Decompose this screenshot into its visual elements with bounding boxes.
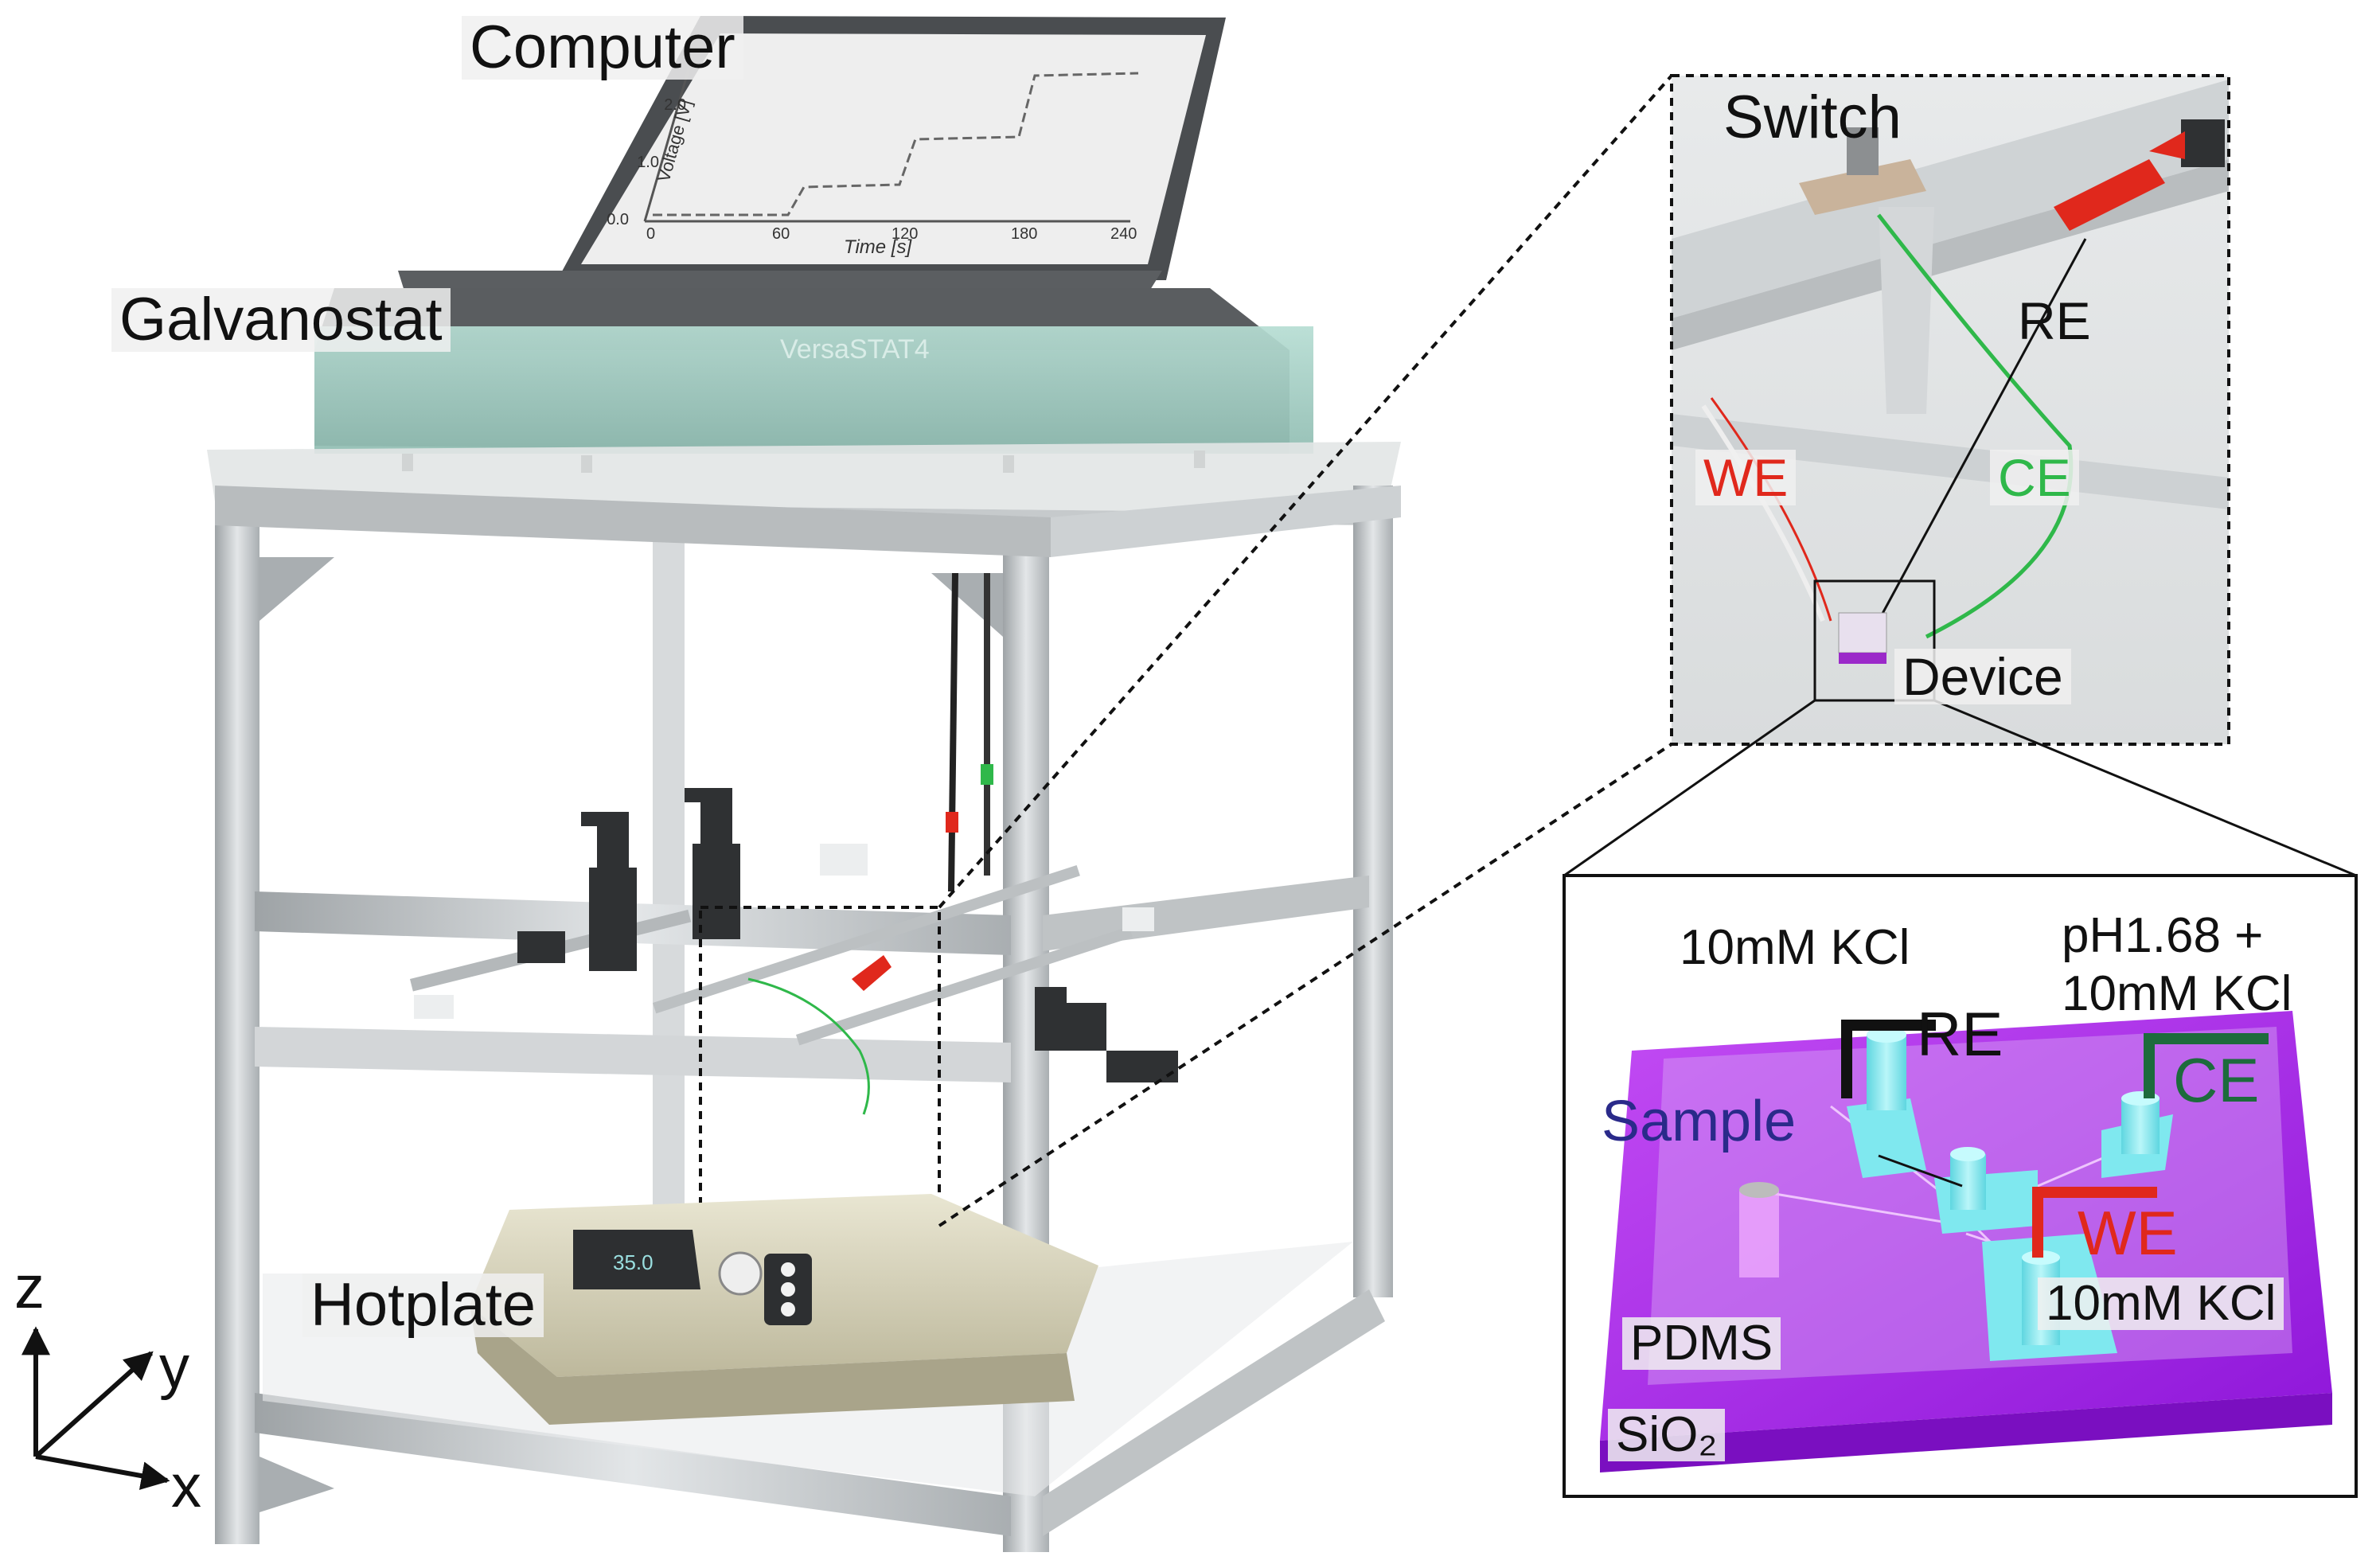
- hotplate-knob: [718, 1251, 763, 1296]
- monitor-xlabel: Time [s]: [844, 236, 912, 258]
- galvanostat-label: Galvanostat: [111, 288, 451, 352]
- device-box: [1813, 579, 1936, 702]
- monitor-xtick: 0: [646, 225, 655, 243]
- hotplate-display-value: 35.0: [613, 1250, 654, 1274]
- switch-label: Switch: [1723, 84, 1902, 151]
- galvanostat: VersaSTAT4: [314, 288, 1313, 473]
- device-label: Device: [1894, 649, 2071, 704]
- switch-inset: [1672, 76, 2229, 744]
- pdms-label: PDMS: [1622, 1317, 1781, 1370]
- we-electrode-label: WE: [2078, 1198, 2178, 1268]
- coordinate-axes: [21, 1326, 170, 1490]
- sio2-label: SiO₂: [1608, 1409, 1726, 1461]
- axis-y-label: y: [159, 1333, 189, 1401]
- re-electrode-label: RE: [1917, 999, 2003, 1069]
- we-label: WE: [1695, 450, 1797, 505]
- re-clip: [2054, 159, 2165, 231]
- we-electrode-marker: [2032, 1187, 2157, 1258]
- ce-electrode-marker: [2144, 1033, 2269, 1098]
- hotplate-label: Hotplate: [302, 1274, 544, 1337]
- hotplate: 35.0: [470, 1194, 1098, 1425]
- monitor-xtick: 180: [1011, 225, 1037, 243]
- monitor-xtick: 60: [772, 225, 790, 243]
- re-wire: [1877, 238, 2087, 622]
- ce-wire: [1877, 213, 2074, 639]
- computer: 0 60 120 180 240 0.0 1.0 2.0 Time [s] Vo…: [398, 16, 1226, 296]
- ce-electrode-label: CE: [2173, 1045, 2260, 1115]
- monitor-xtick: 120: [892, 225, 918, 243]
- positioning-stage: [410, 788, 1178, 1115]
- galvanostat-brand-label: VersaSTAT4: [780, 334, 930, 365]
- frame-post-front-left: [215, 493, 259, 1544]
- kcl-re-label: 10mM KCl: [1680, 920, 1910, 975]
- monitor-ytick: 0.0: [607, 211, 629, 228]
- monitor-plot: 0 60 120 180 240 0.0 1.0 2.0 Time [s] Vo…: [607, 55, 1139, 258]
- switch-plate: [1799, 159, 1926, 215]
- monitor-ytick: 1.0: [637, 154, 659, 171]
- re-electrode-marker: [1841, 1020, 1936, 1098]
- ph-label-line2: 10mM KCl: [2062, 966, 2292, 1021]
- kcl-we-label: 10mM KCl: [2038, 1277, 2284, 1330]
- re-label: RE: [2018, 291, 2091, 350]
- monitor-plot-trace: [653, 72, 1139, 216]
- aluminum-frame: [207, 442, 1401, 1552]
- monitor-ytick: 2.0: [664, 96, 686, 114]
- axis-z-label: z: [14, 1254, 45, 1321]
- hotplate-display: [573, 1230, 700, 1289]
- sample-label: Sample: [1602, 1090, 1797, 1153]
- switch-inset-frame: [1670, 74, 2230, 746]
- monitor-screen: [581, 33, 1206, 264]
- computer-label: Computer: [462, 16, 743, 80]
- we-wire: [1710, 397, 1832, 622]
- axis-x-label: x: [171, 1453, 201, 1520]
- ph-label-line1: pH1.68 +: [2062, 908, 2264, 963]
- chip-inset: [1563, 874, 2358, 1498]
- ce-label: CE: [1990, 450, 2079, 505]
- monitor-xtick: 240: [1110, 225, 1137, 243]
